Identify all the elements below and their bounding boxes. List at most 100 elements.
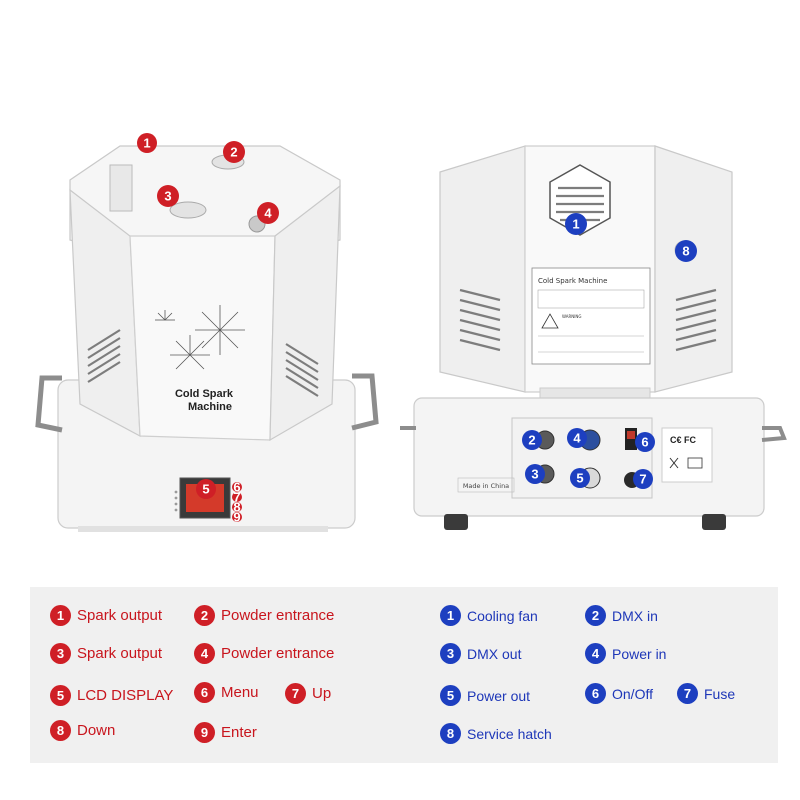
back-head-right-side	[654, 145, 733, 393]
legend-left-item-1: 1 Spark output	[50, 605, 162, 626]
back-marker-4: 4	[567, 428, 587, 448]
legend-right-badge-4: 4	[585, 643, 606, 664]
legend-left-badge-8: 8	[50, 720, 71, 741]
legend-right-label-7: Fuse	[704, 685, 736, 702]
legend-left-label-6: Menu	[221, 684, 259, 701]
legend-right-badge-2: 2	[585, 605, 606, 626]
svg-text:1: 1	[572, 217, 579, 232]
back-left-vent	[459, 288, 501, 352]
legend-left-item-5: 5 LCD DISPLAY	[50, 685, 173, 706]
top-spark-outlet	[169, 201, 207, 219]
legend-right-badge-6: 6	[585, 683, 606, 704]
legend-right-item-2: 2 DMX in	[585, 605, 658, 626]
front-logo-line2: Machine	[188, 401, 232, 413]
ce-fc-marks: C€ FC	[670, 435, 697, 445]
legend-left-item-8: 8 Down	[50, 720, 115, 741]
front-base-shadow	[78, 526, 328, 532]
back-machine-image: Cold Spark Machine WARNING C€ FC Made in…	[400, 145, 787, 530]
svg-text:6: 6	[641, 435, 648, 450]
svg-text:4: 4	[264, 206, 272, 221]
legend-left-item-7: 7 Up	[285, 683, 331, 704]
back-warning-triangle-icon	[541, 313, 559, 329]
indoor-use-icon	[687, 457, 703, 469]
back-head-left-side	[439, 145, 526, 393]
legend-right-label-3: DMX out	[467, 645, 522, 662]
svg-text:3: 3	[164, 189, 171, 204]
back-right-vent	[675, 288, 717, 352]
back-foot-right	[702, 514, 726, 530]
front-marker-4: 4	[257, 202, 279, 224]
front-marker-7: 7	[232, 490, 242, 505]
legend-right-item-8: 8 Service hatch	[440, 723, 552, 744]
legend-left-label-1: Spark output	[77, 607, 163, 624]
legend-left-label-8: Down	[77, 722, 116, 739]
svg-text:3: 3	[531, 467, 538, 482]
svg-text:2: 2	[528, 433, 535, 448]
legend-right-badge-8: 8	[440, 723, 461, 744]
front-panel-leds	[174, 490, 178, 512]
legend-right-badge-1: 1	[440, 605, 461, 626]
top-warning-label	[109, 164, 133, 212]
legend-left-label-3: Spark output	[77, 645, 163, 662]
legend-right-item-3: 3 DMX out	[440, 643, 521, 664]
legend-right-badge-5: 5	[440, 685, 461, 706]
legend-left-badge-3: 3	[50, 643, 71, 664]
front-marker-1: 1	[137, 133, 157, 153]
legend-right-label-6: On/Off	[612, 685, 653, 702]
legend-left-badge-2: 2	[194, 605, 215, 626]
legend-right-badge-3: 3	[440, 643, 461, 664]
front-marker-8: 8	[232, 500, 242, 515]
legend-left-item-9: 9 Enter	[194, 722, 257, 743]
legend-left-label-7: Up	[312, 685, 332, 702]
front-logo-line1: Cold Spark	[175, 388, 234, 400]
front-marker-6: 6	[232, 480, 242, 495]
legend-left-item-6: 6 Menu	[194, 682, 259, 703]
back-marker-7: 7	[633, 469, 653, 489]
front-marker-9: 9	[232, 510, 242, 525]
legend-right-item-1: 1 Cooling fan	[440, 605, 538, 626]
back-marker-3: 3	[525, 464, 545, 484]
svg-text:9: 9	[233, 510, 240, 525]
made-in-china-label-box	[457, 477, 515, 493]
back-warning-heading: WARNING	[562, 314, 582, 319]
svg-text:6: 6	[233, 480, 240, 495]
right-handle	[351, 373, 379, 431]
svg-text:5: 5	[202, 482, 209, 497]
svg-text:7: 7	[233, 490, 240, 505]
left-handle	[35, 375, 63, 433]
legend-left-label-9: Enter	[221, 724, 257, 741]
back-product-label	[531, 267, 651, 365]
legend-right-label-8: Service hatch	[467, 725, 552, 742]
svg-text:4: 4	[573, 431, 581, 446]
certification-label	[661, 427, 713, 483]
legend-left-badge-5: 5	[50, 685, 71, 706]
svg-text:8: 8	[233, 500, 240, 515]
legend-left-badge-4: 4	[194, 643, 215, 664]
legend-right-item-5: 5 Power out	[440, 685, 530, 706]
legend-right-item-7: 7 Fuse	[677, 683, 735, 704]
legend-right-badge-7: 7	[677, 683, 698, 704]
svg-text:8: 8	[682, 244, 689, 259]
front-right-vent	[285, 343, 319, 397]
legend-left-item-4: 4 Powder entrance	[194, 643, 334, 664]
back-foot-left	[444, 514, 468, 530]
front-marker-3: 3	[157, 185, 179, 207]
back-marker-5: 5	[570, 468, 590, 488]
back-marker-8: 8	[675, 240, 697, 262]
svg-text:7: 7	[639, 472, 646, 487]
legend-left-badge-9: 9	[194, 722, 215, 743]
front-marker-5: 5	[196, 479, 216, 499]
back-marker-2: 2	[522, 430, 542, 450]
legend-right-item-4: 4 Power in	[585, 643, 666, 664]
legend-left-item-3: 3 Spark output	[50, 643, 162, 664]
legend-right-item-6: 6 On/Off	[585, 683, 653, 704]
legend-panel: 1 Spark output 2 Powder entrance 3 Spark…	[30, 587, 778, 763]
legend-left-badge-7: 7	[285, 683, 306, 704]
legend-left-item-2: 2 Powder entrance	[194, 605, 334, 626]
legend-left-label-4: Powder entrance	[221, 645, 335, 662]
back-label-title: Cold Spark Machine	[538, 277, 607, 285]
legend-right-label-5: Power out	[467, 687, 531, 704]
front-left-vent	[87, 329, 121, 383]
back-handle-right	[761, 426, 787, 442]
legend-left-label-2: Powder entrance	[221, 607, 335, 624]
